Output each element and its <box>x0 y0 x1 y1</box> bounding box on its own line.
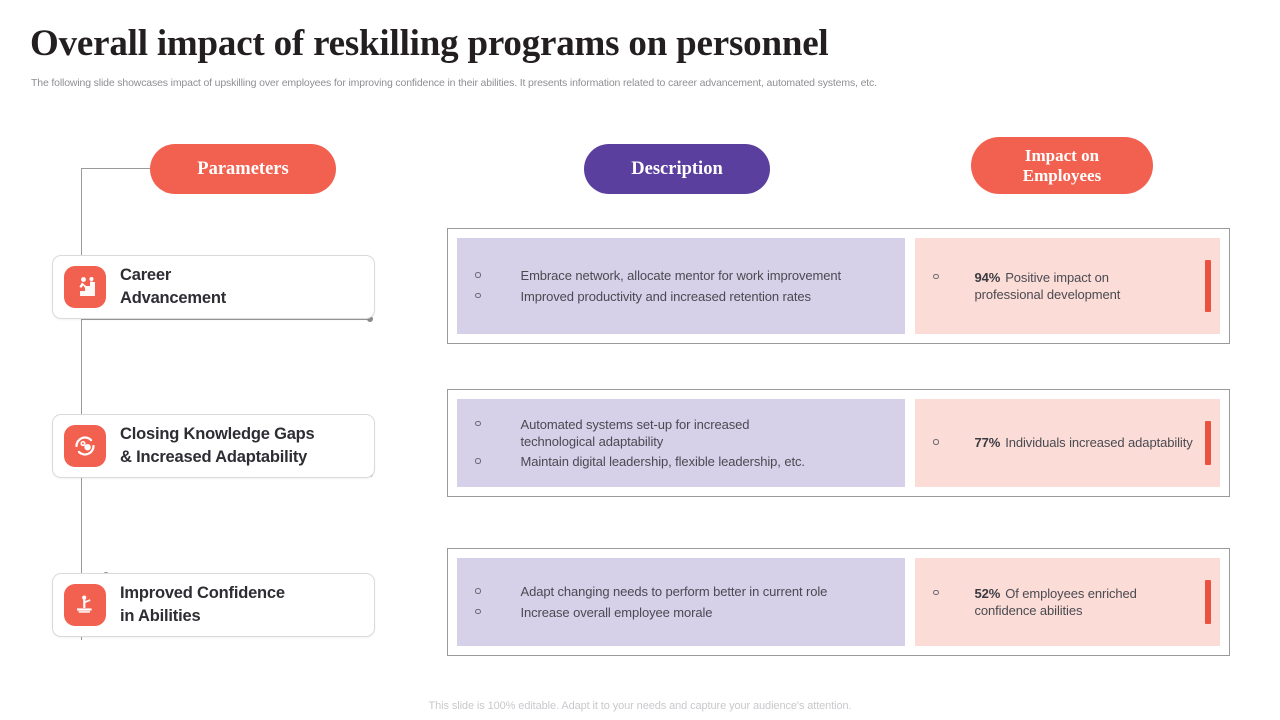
impact-panel-row-2: 77%Individuals increased adaptability <box>915 399 1220 487</box>
content-row-3: Adapt changing needs to perform better i… <box>447 548 1230 656</box>
list-item: Improved productivity and increased rete… <box>475 288 841 305</box>
bullet-circle-icon <box>933 439 939 445</box>
header-pill-description-label: Description <box>631 158 723 179</box>
description-panel-row-3: Adapt changing needs to perform better i… <box>457 558 905 646</box>
impact-text: 77%Individuals increased adaptability <box>975 434 1193 451</box>
impact-panel-row-1: 94%Positive impact on professional devel… <box>915 238 1220 334</box>
panel-divider <box>905 558 915 646</box>
bullet-circle-icon <box>933 589 939 596</box>
content-row-2: Automated systems set-up for increased t… <box>447 389 1230 497</box>
parameter-label-line-2: Advancement <box>120 289 227 307</box>
page-subtitle: The following slide showcases impact of … <box>31 77 877 89</box>
panel-divider <box>905 238 915 334</box>
description-bullet-text: Improved productivity and increased rete… <box>520 288 812 304</box>
parameter-card-improved-confidence[interactable]: Improved Confidence in Abilities <box>52 573 375 637</box>
description-bullet-text: Adapt changing needs to perform better i… <box>520 584 828 600</box>
parameter-label-line-2: & Increased Adaptability <box>120 448 308 466</box>
header-pill-impact-line-1: Impact on <box>1024 146 1100 166</box>
impact-text-line-2: confidence abilities <box>974 603 1083 618</box>
parameter-card-closing-knowledge-gaps[interactable]: Closing Knowledge Gaps & Increased Adapt… <box>52 414 375 478</box>
description-bullets-row-2: Automated systems set-up for increased t… <box>475 416 821 471</box>
header-pill-impact-line-2: Employees <box>1022 165 1102 185</box>
parameter-label-line-1: Closing Knowledge Gaps <box>120 425 315 444</box>
connector-top-horizontal <box>81 168 171 170</box>
impact-bullets-row-1: 94%Positive impact on professional devel… <box>933 269 1120 304</box>
bullet-circle-icon <box>475 420 481 427</box>
impact-bullets-row-2: 77%Individuals increased adaptability <box>933 434 1193 451</box>
page-title: Overall impact of reskilling programs on… <box>30 23 829 64</box>
header-pill-parameters[interactable]: Parameters <box>150 144 343 202</box>
impact-accent-bar <box>1205 260 1211 312</box>
parameter-label-career-advancement: Career Advancement <box>120 264 226 310</box>
list-item: Embrace network, allocate mentor for wor… <box>475 267 841 284</box>
impact-percent-value: 94% <box>974 269 1001 285</box>
impact-text-line-2: professional development <box>974 287 1121 302</box>
impact-percent-value: 52% <box>974 585 1001 601</box>
bullet-circle-icon <box>475 458 481 464</box>
header-pill-impact-on-employees[interactable]: Impact on Employees <box>971 137 1160 202</box>
bullet-circle-icon <box>475 588 481 594</box>
list-item: 52%Of employees enriched confidence abil… <box>933 585 1137 620</box>
parameter-label-improved-confidence: Improved Confidence in Abilities <box>120 582 285 628</box>
connector-underline-row-1 <box>82 319 371 321</box>
impact-text-line-1: Of employees enriched <box>1005 585 1137 601</box>
parameter-label-line-2: in Abilities <box>120 607 201 625</box>
panel-divider <box>905 399 915 487</box>
bullet-circle-icon <box>475 292 481 298</box>
parameter-label-line-1: Improved Confidence <box>120 584 285 603</box>
list-item: 77%Individuals increased adaptability <box>933 434 1193 451</box>
impact-text-line-1: Individuals increased adaptability <box>1005 435 1193 451</box>
impact-text: 94%Positive impact on professional devel… <box>975 269 1121 304</box>
impact-bullets-row-3: 52%Of employees enriched confidence abil… <box>933 585 1137 620</box>
connector-dot-row-1-end <box>367 316 373 322</box>
career-ladder-icon <box>64 266 106 308</box>
parameter-label-closing-knowledge-gaps: Closing Knowledge Gaps & Increased Adapt… <box>120 423 315 469</box>
impact-accent-bar <box>1205 580 1211 624</box>
header-pill-parameters-label: Parameters <box>197 158 289 179</box>
impact-text-line-1: Positive impact on <box>1005 269 1109 285</box>
content-row-1: Embrace network, allocate mentor for wor… <box>447 228 1230 344</box>
footer-note: This slide is 100% editable. Adapt it to… <box>428 700 852 712</box>
parameter-card-career-advancement[interactable]: Career Advancement <box>52 255 375 319</box>
description-panel-row-2: Automated systems set-up for increased t… <box>457 399 905 487</box>
impact-text: 52%Of employees enriched confidence abil… <box>975 585 1137 620</box>
description-panel-row-1: Embrace network, allocate mentor for wor… <box>457 238 905 334</box>
header-pill-impact-label: Impact on Employees <box>1023 146 1101 184</box>
parameter-label-line-1: Career <box>120 266 172 285</box>
description-bullet-text: Increase overall employee morale <box>520 604 713 620</box>
description-bullet-text: Embrace network, allocate mentor for wor… <box>520 268 842 284</box>
bullet-circle-icon <box>475 608 481 614</box>
knowledge-gap-icon <box>64 425 106 467</box>
impact-accent-bar <box>1205 421 1211 465</box>
podium-confidence-icon <box>64 584 106 626</box>
description-bullets-row-1: Embrace network, allocate mentor for wor… <box>475 267 841 305</box>
header-pill-description[interactable]: Description <box>584 144 777 202</box>
description-bullet-text: Maintain digital leadership, flexible le… <box>520 454 805 470</box>
bullet-circle-icon <box>475 272 481 278</box>
impact-percent-value: 77% <box>974 435 1001 451</box>
list-item: 94%Positive impact on professional devel… <box>933 269 1120 304</box>
list-item: Automated systems set-up for increased t… <box>475 416 821 451</box>
description-bullets-row-3: Adapt changing needs to perform better i… <box>475 583 827 621</box>
list-item: Increase overall employee morale <box>475 604 827 621</box>
list-item: Maintain digital leadership, flexible le… <box>475 453 821 470</box>
bullet-circle-icon <box>933 273 939 280</box>
description-bullet-text: Automated systems set-up for increased t… <box>520 416 750 449</box>
list-item: Adapt changing needs to perform better i… <box>475 583 827 600</box>
impact-panel-row-3: 52%Of employees enriched confidence abil… <box>915 558 1220 646</box>
connector-vertical-spine <box>81 169 83 640</box>
